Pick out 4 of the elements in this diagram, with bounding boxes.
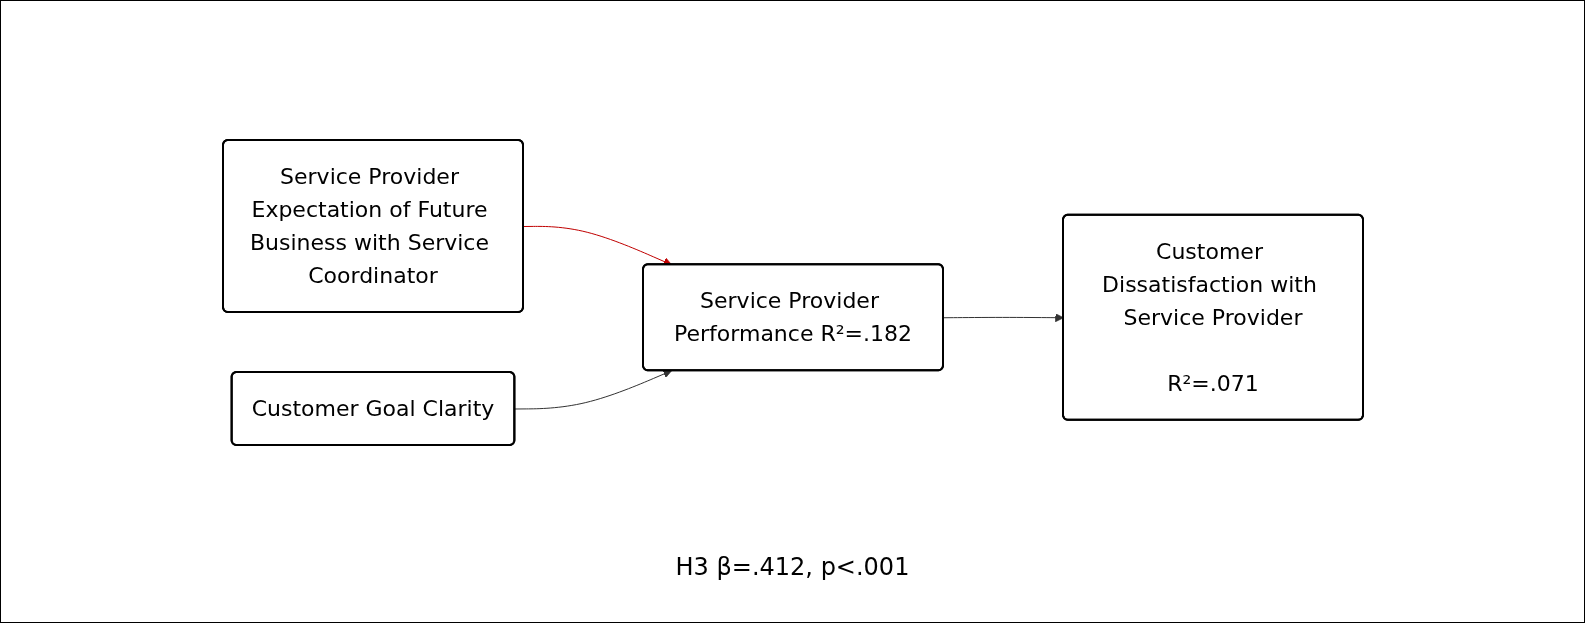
arrow: [513, 369, 672, 410]
arrow: [522, 225, 672, 266]
node-text: Service Provider Expectation of Future Business with Service Coordinator: [249, 164, 489, 288]
note-text: H3 β=.412, p<.001: [675, 552, 910, 581]
